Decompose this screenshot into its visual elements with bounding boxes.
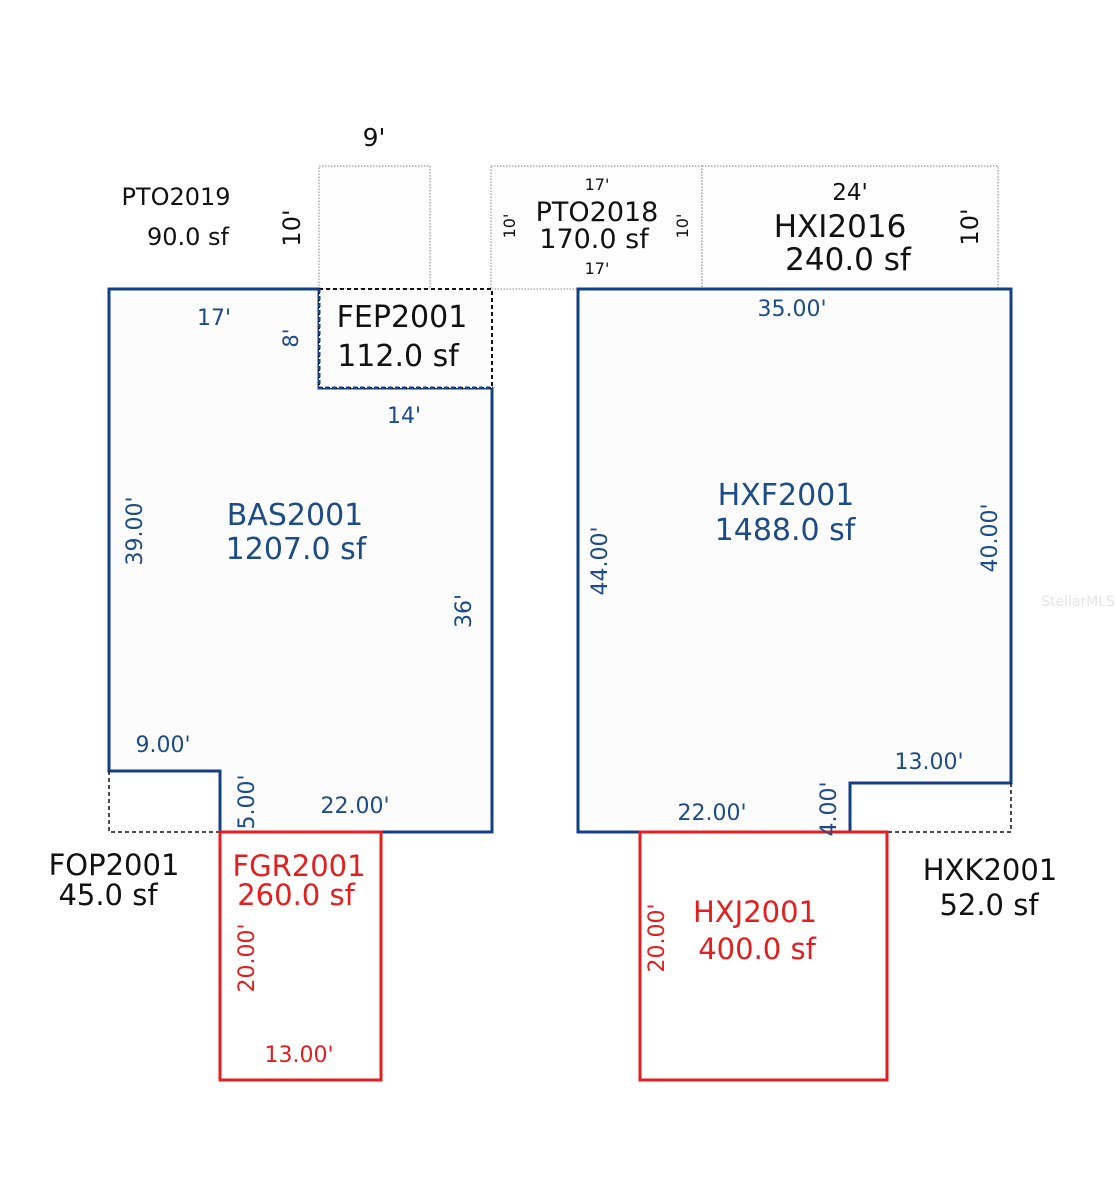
bas2001-notch-side-dim: 5.00' — [235, 774, 260, 829]
hxj2001-name: HXJ2001 — [693, 895, 817, 929]
hxj2001-outline — [638, 830, 889, 1082]
hxj2001-side-dim: 20.00' — [645, 903, 670, 972]
bas2001-left-dim: 39.00' — [123, 496, 148, 565]
fgr2001-outline — [218, 830, 383, 1082]
hxi2016-name: HXI2016 — [774, 209, 907, 245]
pto2019-name: PTO2019 — [121, 183, 230, 211]
pto2018-area: 170.0 sf — [539, 224, 650, 255]
pto2018-outline — [490, 165, 703, 290]
fop2001-name: FOP2001 — [49, 848, 180, 882]
hxf2001-outline — [576, 287, 1013, 834]
fgr2001-name: FGR2001 — [232, 849, 365, 883]
bas2001-top-dim: 17' — [197, 306, 231, 331]
pto2018-name: PTO2018 — [536, 197, 659, 228]
bas2001-bottom-dim: 22.00' — [320, 794, 389, 819]
hxi2016-side-dim: 10' — [956, 208, 984, 245]
hxf2001-bottom-dim: 22.00' — [677, 801, 746, 826]
hxj2001-area: 400.0 sf — [698, 932, 816, 966]
pto2018-left-dim: 10' — [500, 214, 519, 239]
fep2001-area: 112.0 sf — [337, 339, 460, 374]
fgr2001-side-dim: 20.00' — [235, 923, 260, 992]
hxf2001-name: HXF2001 — [718, 478, 855, 513]
hxk2001-outline — [850, 783, 1012, 833]
pto2018-right-dim: 10' — [673, 214, 692, 239]
hxk2001-name: HXK2001 — [923, 853, 1058, 887]
hxf2001-notch-top-dim: 13.00' — [894, 750, 963, 775]
hxi2016-area: 240.0 sf — [785, 242, 912, 278]
fep2001-name: FEP2001 — [337, 300, 468, 335]
hxi2016-outline — [701, 165, 999, 290]
fep2001-side-dim: 8' — [279, 328, 303, 347]
bas2001-right-dim: 36' — [452, 594, 477, 628]
hxf2001-right-dim: 40.00' — [978, 503, 1003, 572]
pto2018-bottom-dim: 17' — [585, 259, 610, 278]
hxf2001-notch-side-dim: 4.00' — [817, 781, 842, 836]
fop2001-outline — [108, 771, 220, 833]
watermark: StellarMLS — [1041, 594, 1115, 610]
fep2001-bottom-dim: 14' — [387, 404, 421, 429]
bas2001-name: BAS2001 — [227, 498, 364, 533]
fgr2001-area: 260.0 sf — [237, 878, 355, 912]
pto2019-area: 90.0 sf — [147, 223, 230, 251]
pto2019-side-dim: 10' — [278, 209, 306, 246]
bas2001-notch-top-dim: 9.00' — [135, 733, 190, 758]
bas2001-area: 1207.0 sf — [226, 532, 368, 567]
hxk2001-area: 52.0 sf — [939, 888, 1039, 922]
hxi2016-top-dim: 24' — [832, 180, 868, 206]
pto2019-outline — [318, 165, 999, 290]
pto2019-top-dim: 9' — [363, 123, 386, 152]
fgr2001-bottom-dim: 13.00' — [264, 1043, 333, 1068]
hxf2001-area: 1488.0 sf — [715, 513, 857, 548]
fop2001-area: 45.0 sf — [58, 878, 158, 912]
hxf2001-top-dim: 35.00' — [757, 297, 826, 322]
pto2018-top-dim: 17' — [585, 175, 610, 194]
hxf2001-left-dim: 44.00' — [588, 526, 613, 595]
